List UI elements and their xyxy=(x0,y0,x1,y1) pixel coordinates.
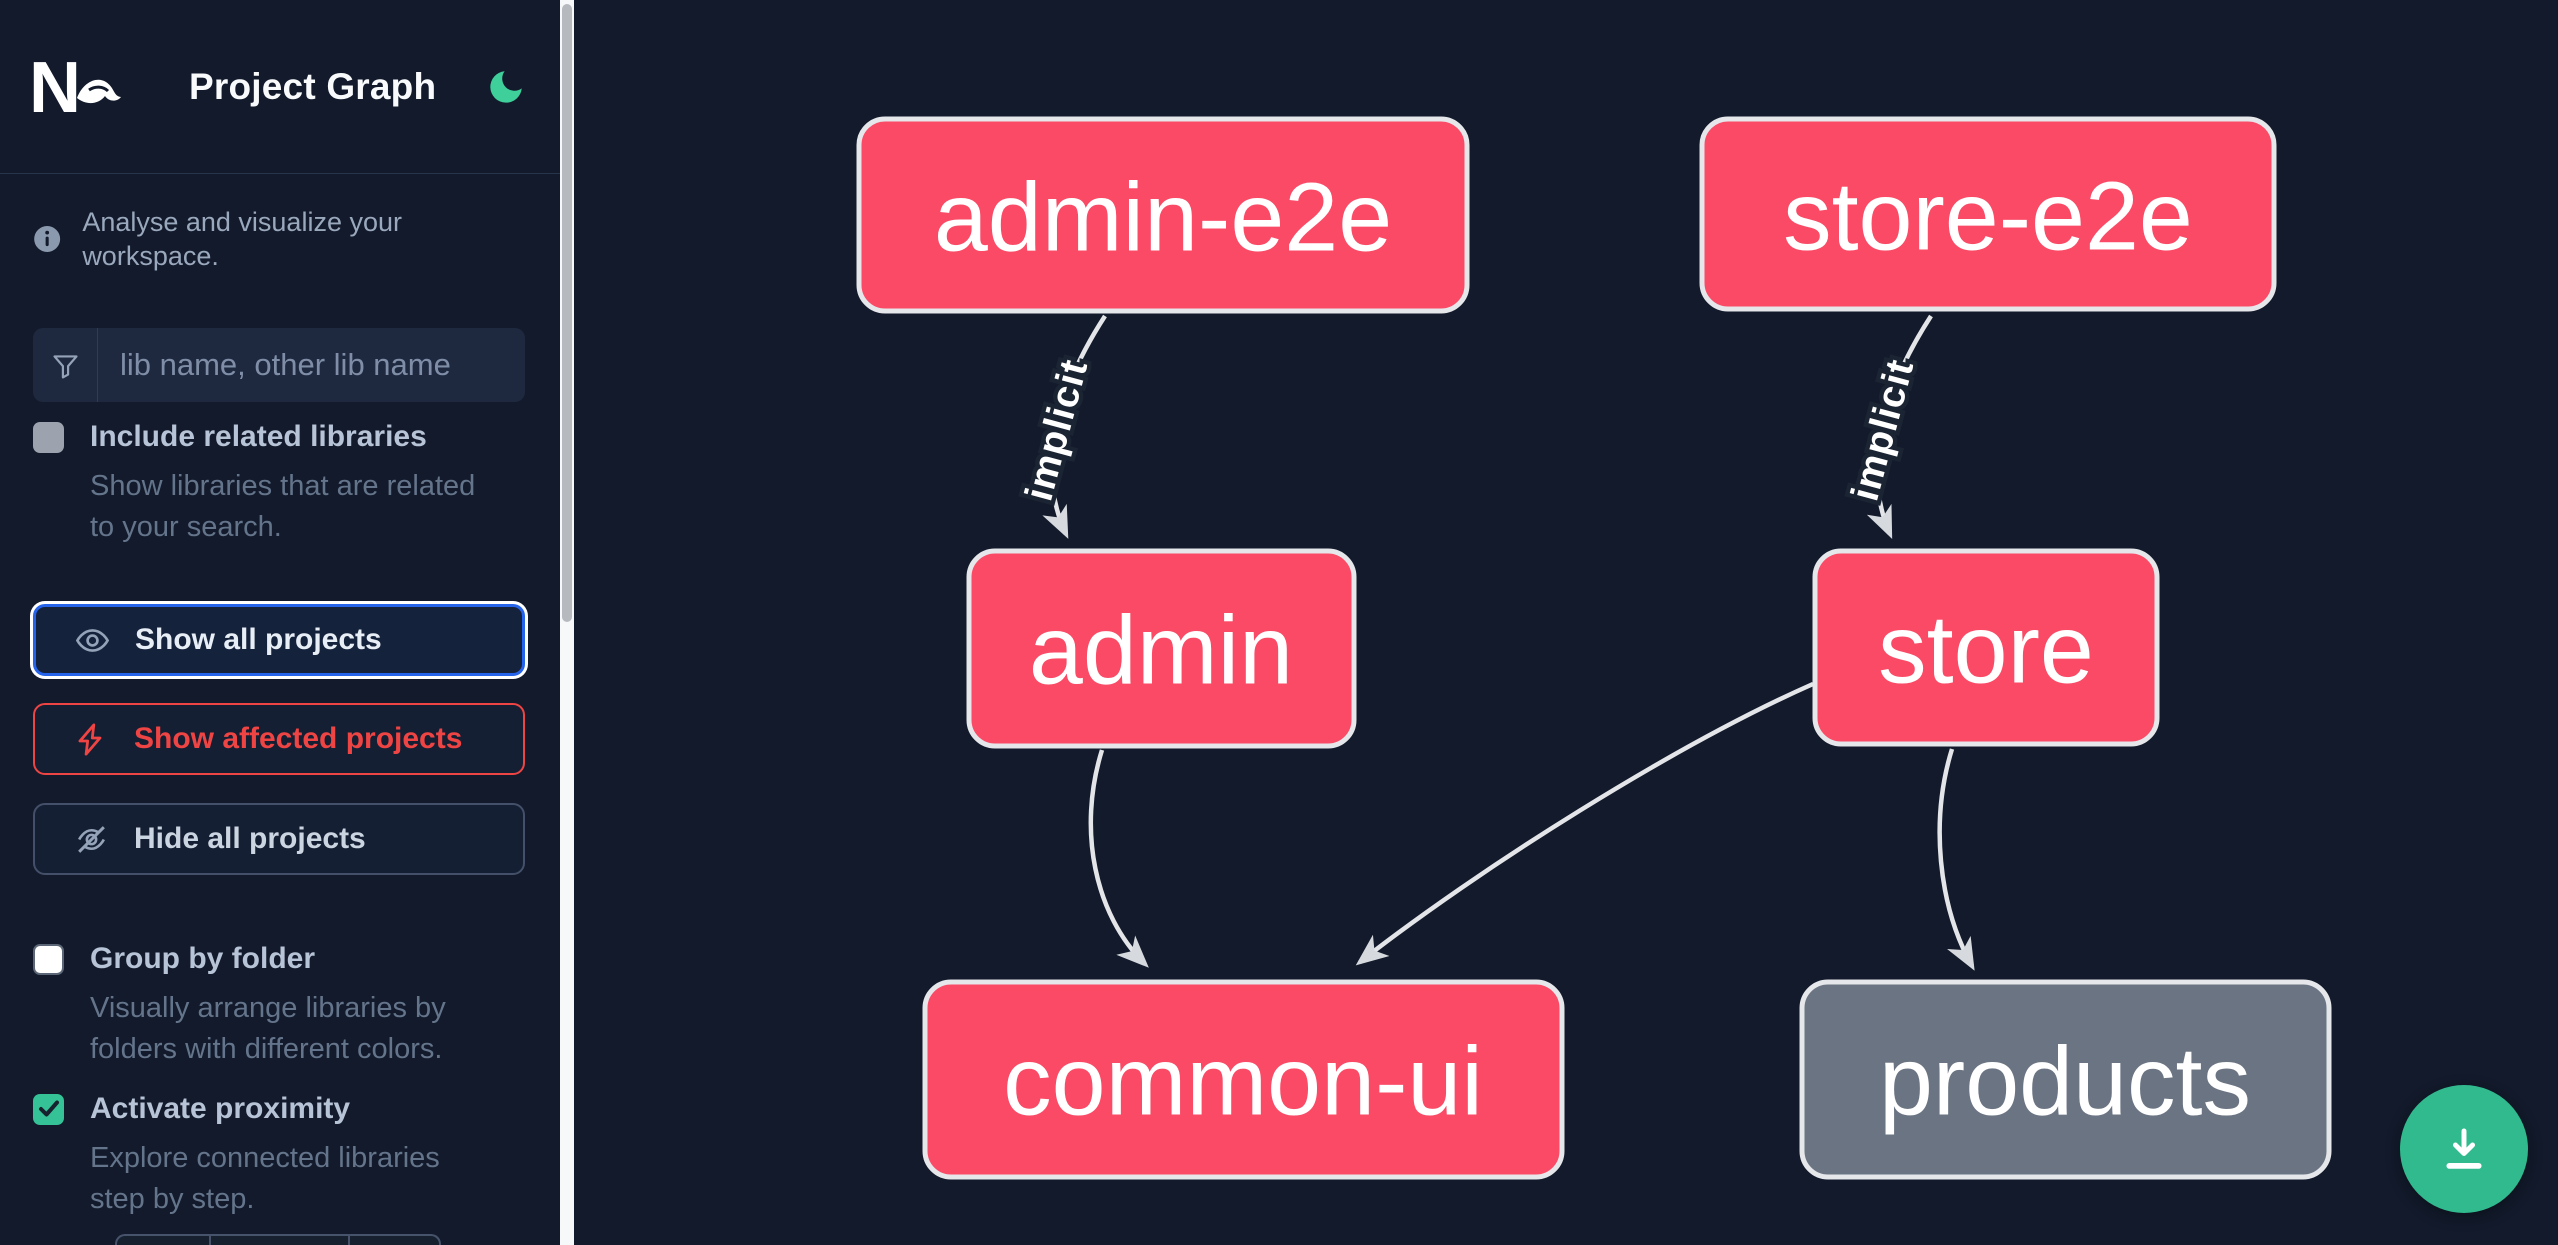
project-graph-canvas[interactable]: implicit implicit admin-e2e store-e2e ad… xyxy=(560,0,2558,1245)
edge-label-implicit-admin: implicit xyxy=(1018,355,1097,506)
moon-icon xyxy=(490,70,522,103)
group-by-folder-label: Group by folder xyxy=(90,942,315,975)
proximity-stepper-partial[interactable] xyxy=(115,1234,441,1245)
sidebar-header: N Project Graph xyxy=(0,0,560,174)
hide-all-projects-button[interactable]: Hide all projects xyxy=(33,803,525,875)
eye-icon xyxy=(74,622,111,659)
activate-proximity-label: Activate proximity xyxy=(90,1092,351,1125)
edge-store-common-ui[interactable] xyxy=(1355,681,1814,966)
sidebar: N Project Graph Analyse and visualize yo… xyxy=(0,0,560,1245)
search-box xyxy=(33,328,525,402)
sidebar-scrollbar[interactable] xyxy=(560,0,574,1245)
graph-node-store[interactable]: store xyxy=(1812,548,2160,747)
show-affected-projects-button[interactable]: Show affected projects xyxy=(33,703,525,775)
activate-proximity-checkbox[interactable] xyxy=(33,1093,64,1125)
svg-text:N: N xyxy=(33,56,77,118)
edge-admin-e2e-admin[interactable] xyxy=(1042,314,1107,539)
info-icon xyxy=(34,226,61,252)
sidebar-scrollbar-thumb[interactable] xyxy=(562,4,572,622)
download-graph-button[interactable] xyxy=(2400,1085,2528,1213)
eye-slash-icon xyxy=(73,821,110,858)
page-title: Project Graph xyxy=(189,65,437,107)
edge-label-implicit-store: implicit xyxy=(1844,355,1923,506)
dependency-graph: implicit implicit admin-e2e store-e2e ad… xyxy=(856,116,2332,1180)
filter-include-related: Include related libraries Show libraries… xyxy=(33,420,503,548)
include-related-label: Include related libraries xyxy=(90,420,427,453)
hide-all-projects-label: Hide all projects xyxy=(134,822,366,855)
workspace-tagline: Analyse and visualize your workspace. xyxy=(82,207,402,271)
bolt-icon xyxy=(73,721,110,758)
checkmark-icon xyxy=(38,1100,59,1117)
show-all-projects-label: Show all projects xyxy=(135,623,382,656)
include-related-description: Show libraries that are related to your … xyxy=(90,470,476,543)
filter-activate-proximity: Activate proximity Explore connected lib… xyxy=(33,1092,503,1220)
include-related-checkbox[interactable] xyxy=(33,421,64,453)
nx-logo: N xyxy=(33,56,127,118)
graph-node-store-e2e[interactable]: store-e2e xyxy=(1699,116,2277,312)
graph-node-admin[interactable]: admin xyxy=(966,548,1357,749)
workspace-tagline-row: Analyse and visualize your workspace. xyxy=(33,205,520,273)
search-input[interactable] xyxy=(98,328,525,402)
theme-toggle-button[interactable] xyxy=(485,66,527,108)
nx-logo-icon: N xyxy=(33,56,121,118)
activate-proximity-description: Explore connected libraries step by step… xyxy=(90,1142,440,1215)
group-by-folder-description: Visually arrange libraries by folders wi… xyxy=(90,992,446,1065)
graph-node-common-ui[interactable]: common-ui xyxy=(922,979,1565,1180)
filter-funnel-icon xyxy=(33,328,98,402)
show-affected-projects-label: Show affected projects xyxy=(134,722,463,755)
edge-store-products[interactable] xyxy=(1937,748,1975,971)
graph-node-products[interactable]: products xyxy=(1799,979,2332,1180)
edge-store-e2e-store[interactable] xyxy=(1866,314,1933,539)
edge-admin-common-ui[interactable] xyxy=(1088,749,1149,968)
graph-node-admin-e2e[interactable]: admin-e2e xyxy=(856,116,1470,314)
show-all-projects-button[interactable]: Show all projects xyxy=(33,604,525,676)
download-icon xyxy=(2446,1128,2482,1169)
filter-group-by-folder: Group by folder Visually arrange librari… xyxy=(33,942,503,1070)
group-by-folder-checkbox[interactable] xyxy=(33,943,64,975)
